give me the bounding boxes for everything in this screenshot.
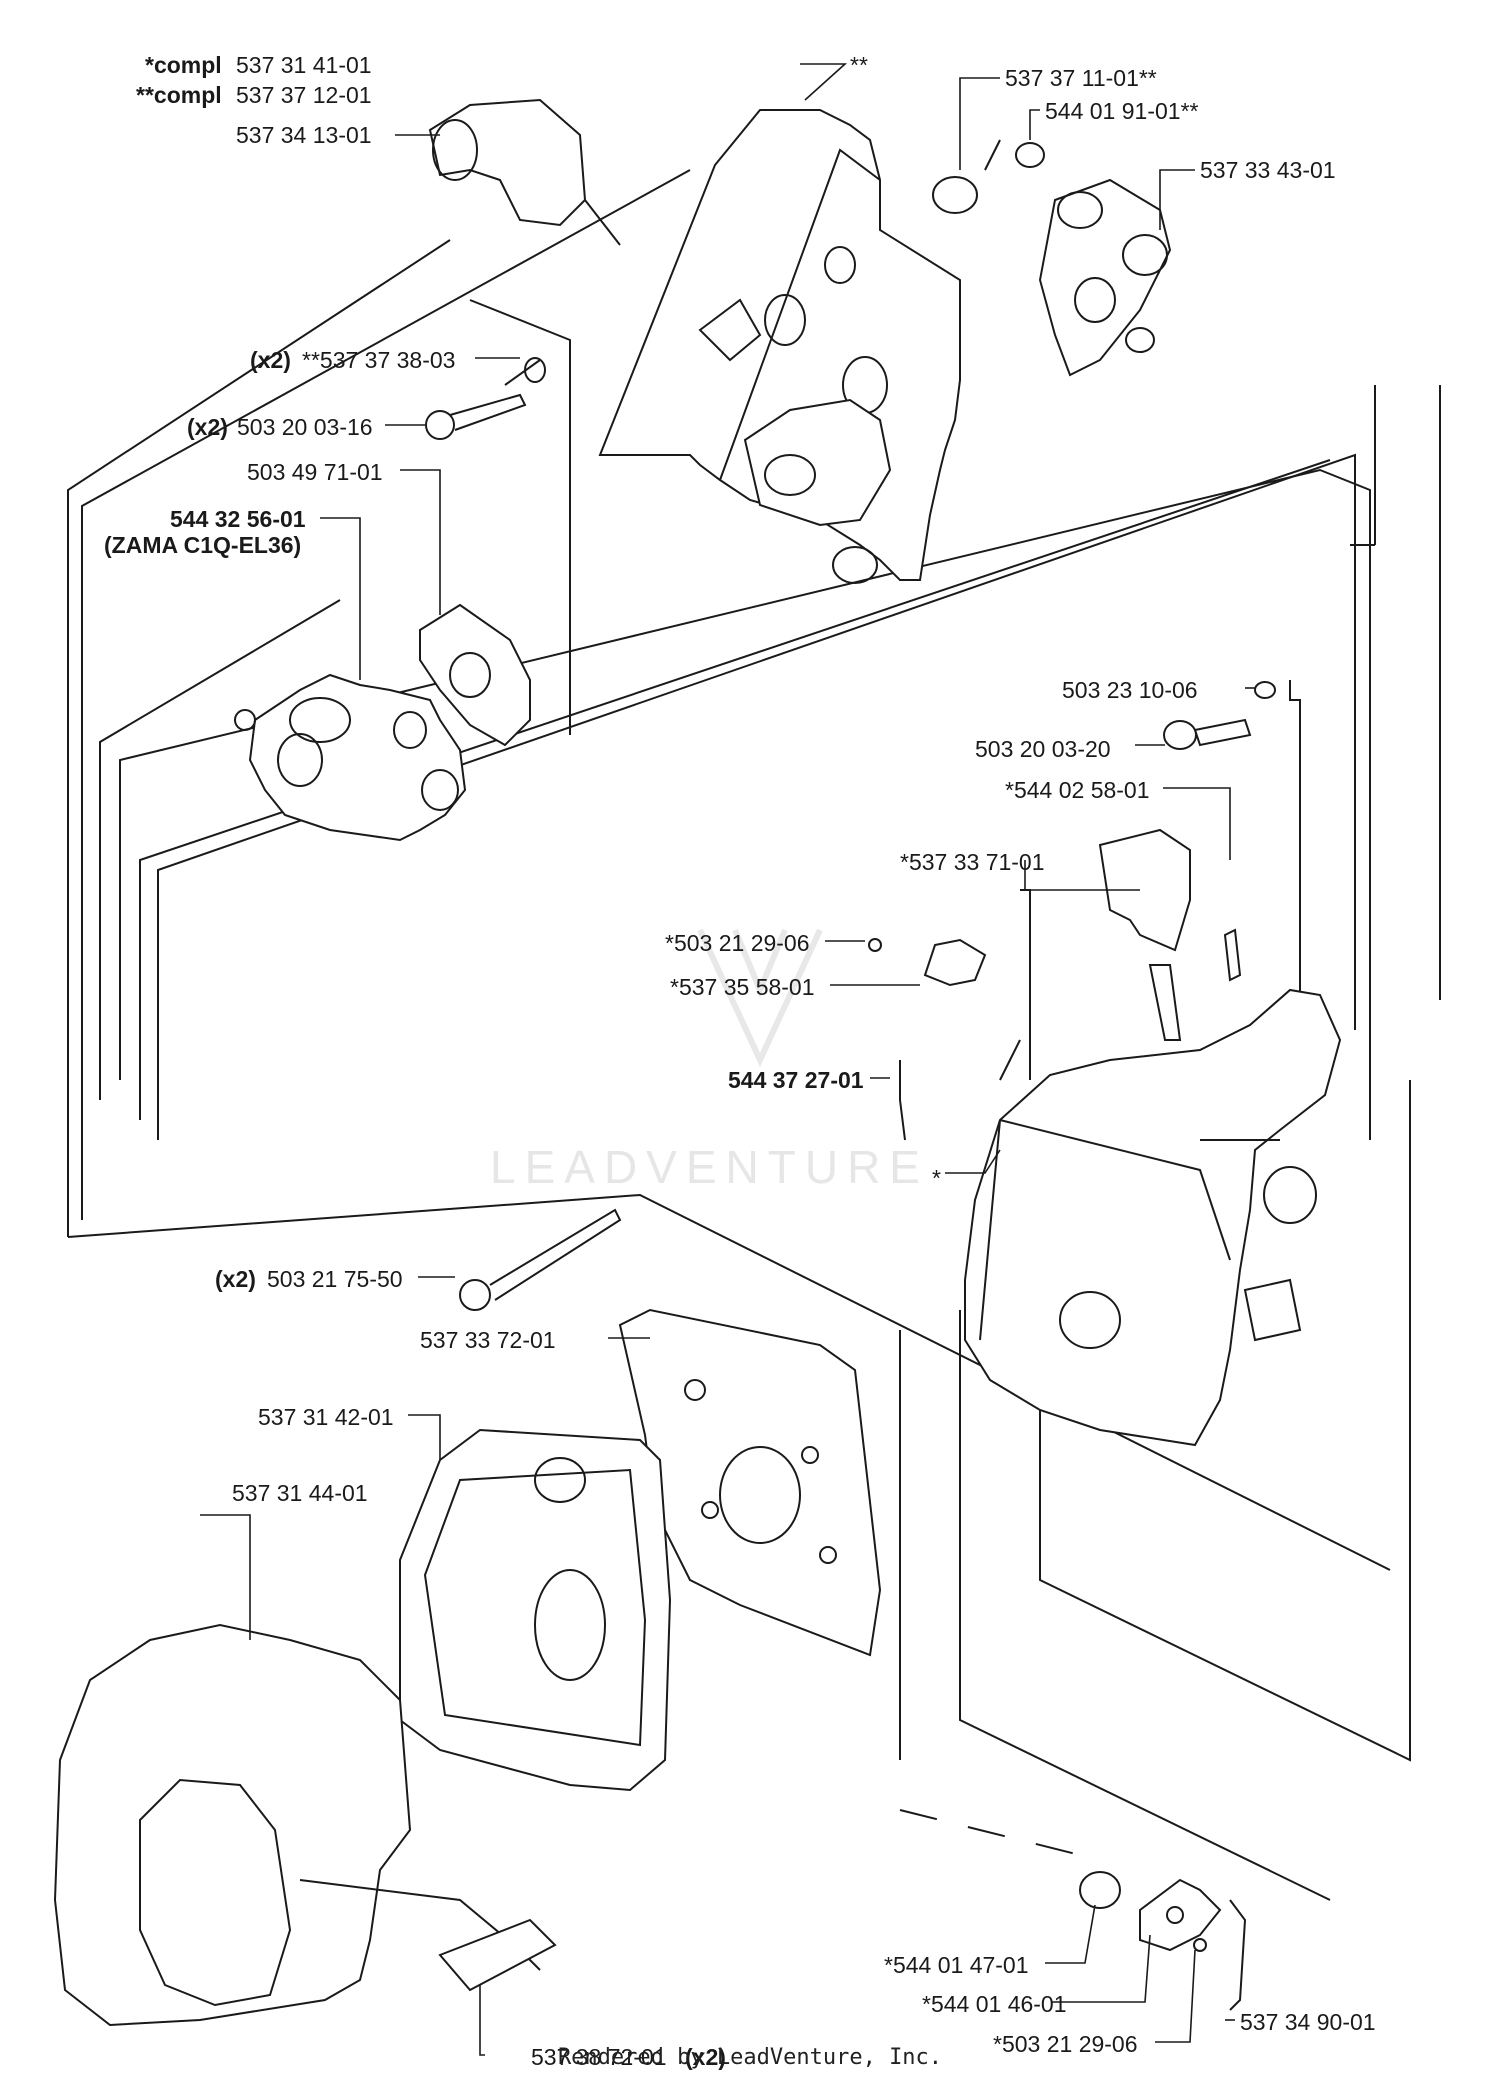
elbow-pipe-part — [428, 98, 621, 246]
label-537341301: 537 34 13-01 — [236, 122, 372, 148]
cover-part — [53, 1623, 557, 2027]
filter-element-part — [618, 1308, 882, 1657]
label-537371101: 537 37 11-01** — [1005, 65, 1157, 91]
label-star: * — [932, 1165, 941, 1191]
label-503212906-b: *503 21 29-06 — [993, 2031, 1138, 2057]
compl-prefix-1: *compl — [145, 52, 222, 78]
label-503231006: 503 23 10-06 — [1062, 677, 1198, 703]
label-544325601: 544 32 56-01 — [170, 506, 306, 532]
bushings — [932, 139, 1172, 377]
label-503200316: 503 20 03-16 — [237, 414, 373, 440]
label-503497101: 503 49 71-01 — [247, 459, 383, 485]
screws-top — [425, 357, 546, 440]
x2-label-d: (x2) — [685, 2044, 726, 2070]
label-544019101: 544 01 91-01** — [1045, 98, 1199, 124]
label-537373803: **537 37 38-03 — [302, 347, 456, 373]
label-544025801: *544 02 58-01 — [1005, 777, 1150, 803]
footer-credit: Rendered by LeadVenture, Inc. — [557, 2045, 943, 2070]
label-537337101: *537 33 71-01 — [900, 849, 1045, 875]
filter-frame-part — [399, 1428, 672, 1792]
long-bolt-part — [459, 1208, 622, 1311]
label-537334301: 537 33 43-01 — [1200, 157, 1336, 183]
compl-part-1: 537 31 41-01 — [236, 52, 372, 78]
label-537337201: 537 33 72-01 — [420, 1327, 556, 1353]
leader-lines — [200, 63, 1255, 2056]
watermark-text: LEADVENTURE — [490, 1141, 929, 1193]
label-537314201: 537 31 42-01 — [258, 1404, 394, 1430]
compl-prefix-2: **compl — [136, 82, 222, 108]
bottom-right-parts — [1079, 1871, 1247, 2011]
x2-label-c: (x2) — [215, 1266, 256, 1292]
label-double-star: ** — [850, 52, 868, 78]
compl-part-2: 537 37 12-01 — [236, 82, 372, 108]
label-zama: (ZAMA C1Q-EL36) — [104, 532, 302, 558]
choke-parts — [868, 681, 1276, 1141]
label-544014701: *544 01 47-01 — [884, 1952, 1029, 1978]
filter-housing-part — [964, 988, 1342, 1447]
x2-label-a: (x2) — [250, 347, 291, 373]
label-503217550: 503 21 75-50 — [267, 1266, 403, 1292]
label-537314401: 537 31 44-01 — [232, 1480, 368, 1506]
label-537387201: 537 38 72-01 — [531, 2044, 667, 2070]
x2-label-b: (x2) — [187, 414, 228, 440]
shield-part — [598, 109, 961, 584]
assembly-lines — [67, 169, 1441, 1901]
gasket-part — [419, 603, 531, 747]
label-544372701: 544 37 27-01 — [728, 1067, 864, 1093]
label-544014601: *544 01 46-01 — [922, 1991, 1067, 2017]
carburetor-part — [234, 673, 467, 842]
label-537349001: 537 34 90-01 — [1240, 2009, 1376, 2035]
watermark-logo — [697, 928, 823, 1068]
label-503200320: 503 20 03-20 — [975, 736, 1111, 762]
label-503212906-a: *503 21 29-06 — [665, 930, 810, 956]
label-537355801: *537 35 58-01 — [670, 974, 815, 1000]
